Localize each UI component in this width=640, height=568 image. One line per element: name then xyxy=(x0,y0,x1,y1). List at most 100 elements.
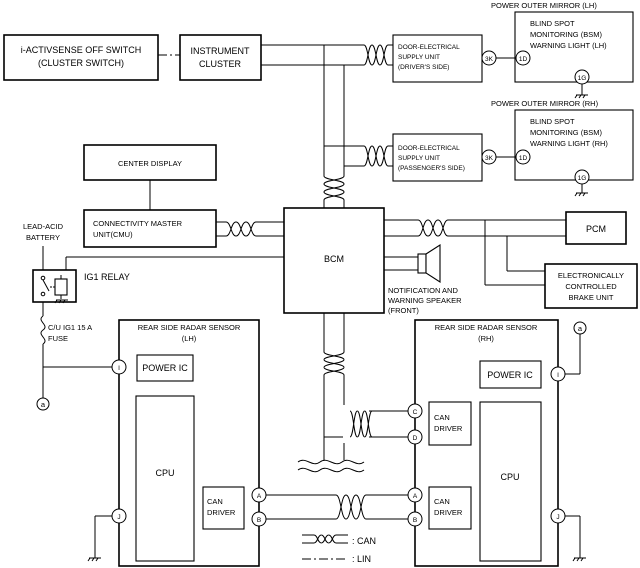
speaker-icon xyxy=(417,243,441,284)
door-unit-driver-label-2: SUPPLY UNIT xyxy=(398,54,440,61)
ground-icon xyxy=(54,299,68,304)
center-display-box xyxy=(83,144,217,181)
radar-rh-label-1: REAR SIDE RADAR SENSOR xyxy=(435,323,538,332)
cpu-lh-label: CPU xyxy=(155,468,174,478)
ground-symbols xyxy=(87,94,588,562)
pin-a-lh: A xyxy=(251,487,267,503)
brake-unit-box xyxy=(544,263,638,309)
mirror-rh-title: POWER OUTER MIRROR (RH) xyxy=(491,99,599,108)
bsm-rh-label-2: MONITORING (BSM) xyxy=(530,128,602,137)
pin-1d-lh: 1D xyxy=(515,50,531,66)
svg-text:A: A xyxy=(413,493,418,500)
svg-text:D: D xyxy=(413,435,418,442)
brake-unit-label-2: CONTROLLED xyxy=(565,282,617,291)
bsm-lh-label-1: BLIND SPOT xyxy=(530,19,575,28)
power-ic-lh-label: POWER IC xyxy=(142,363,188,373)
connector-a-left-label: a xyxy=(41,400,46,409)
door-unit-passenger-label-1: DOOR-ELECTRICAL xyxy=(398,145,460,152)
bcm-label: BCM xyxy=(324,254,344,264)
door-unit-driver-box xyxy=(392,34,483,83)
pin-j-lh: J xyxy=(111,508,127,524)
instrument-cluster-label-2: CLUSTER xyxy=(199,59,242,69)
speaker-label-1: NOTIFICATION AND xyxy=(388,286,458,295)
bcm-box xyxy=(283,207,385,314)
battery-label-1: LEAD-ACID xyxy=(23,222,64,231)
bsm-rh-label-1: BLIND SPOT xyxy=(530,117,575,126)
bsm-rh-box xyxy=(514,109,634,181)
fuse-label-1: C/U IG1 15 A xyxy=(48,323,92,332)
mirror-lh-title: POWER OUTER MIRROR (LH) xyxy=(491,1,597,10)
cpu-lh-box xyxy=(135,395,195,562)
pcm-label: PCM xyxy=(586,224,606,234)
cmu-label-2: UNIT(CMU) xyxy=(93,230,133,239)
center-display-label: CENTER DISPLAY xyxy=(118,159,182,168)
pin-b-rh: B xyxy=(407,511,423,527)
bsm-lh-label-3: WARNING LIGHT (LH) xyxy=(530,41,607,50)
power-ic-rh-label: POWER IC xyxy=(487,370,533,380)
legend-can-label: : CAN xyxy=(352,536,376,546)
fuse-label-2: FUSE xyxy=(48,334,68,343)
break-mark xyxy=(297,459,365,473)
legend-lin-label: : LIN xyxy=(352,554,371,564)
can-driver-rh-top-label-2: DRIVER xyxy=(434,424,463,433)
svg-text:1G: 1G xyxy=(578,175,587,182)
battery-label-2: BATTERY xyxy=(26,233,60,242)
svg-text:3K: 3K xyxy=(485,56,494,63)
brake-unit-label-1: ELECTRONICALLY xyxy=(558,271,624,280)
pin-3k-passenger: 3K xyxy=(481,149,497,165)
legend-can-symbol xyxy=(302,533,348,545)
pin-j-rh: J xyxy=(550,508,566,524)
pin-1d-rh: 1D xyxy=(515,149,531,165)
iactivsense-label-1: i-ACTIVSENSE OFF SWITCH xyxy=(21,45,142,55)
bsm-lh-label-2: MONITORING (BSM) xyxy=(530,30,602,39)
bsm-lh-box xyxy=(514,11,634,83)
bsm-rh-label-3: WARNING LIGHT (RH) xyxy=(530,139,608,148)
power-ic-rh-box xyxy=(479,360,542,389)
pin-1g-lh: 1G xyxy=(574,69,590,85)
can-driver-rh-bottom-label-2: DRIVER xyxy=(434,508,463,517)
door-unit-passenger-label-2: SUPPLY UNIT xyxy=(398,155,440,162)
svg-text:1D: 1D xyxy=(519,56,528,63)
door-unit-driver-label-1: DOOR-ELECTRICAL xyxy=(398,44,460,51)
svg-text:J: J xyxy=(117,514,120,521)
svg-text:A: A xyxy=(257,493,262,500)
radar-rh-label-2: (RH) xyxy=(478,334,494,343)
svg-text:I: I xyxy=(118,365,120,372)
svg-text:1D: 1D xyxy=(519,155,528,162)
svg-text:1G: 1G xyxy=(578,75,587,82)
speaker-label-2: WARNING SPEAKER xyxy=(388,296,462,305)
can-driver-rh-bottom-label-1: CAN xyxy=(434,497,450,506)
pcm-box xyxy=(565,211,627,245)
pin-c-rh: C xyxy=(407,403,423,419)
svg-text:C: C xyxy=(413,409,418,416)
svg-text:3K: 3K xyxy=(485,155,494,162)
pin-1g-rh: 1G xyxy=(574,169,590,185)
power-ic-lh-box xyxy=(136,354,194,382)
ig1-relay-label: IG1 RELAY xyxy=(84,272,130,282)
connector-a-left xyxy=(36,397,50,411)
can-driver-lh-box xyxy=(202,486,245,530)
radar-lh-label-1: REAR SIDE RADAR SENSOR xyxy=(138,323,241,332)
svg-text:B: B xyxy=(413,517,417,524)
pin-i-rh: I xyxy=(550,366,566,382)
pin-3k-driver: 3K xyxy=(481,50,497,66)
can-driver-lh-label-1: CAN xyxy=(207,497,223,506)
can-driver-rh-top-box xyxy=(428,401,472,446)
pin-i-lh: I xyxy=(111,359,127,375)
radar-lh-label-2: (LH) xyxy=(182,334,197,343)
pin-d-rh: D xyxy=(407,429,423,445)
door-unit-passenger-box xyxy=(392,133,483,182)
cmu-box xyxy=(83,209,217,248)
svg-text:B: B xyxy=(257,517,261,524)
can-driver-lh-label-2: DRIVER xyxy=(207,508,236,517)
can-driver-rh-bottom-box xyxy=(428,486,472,530)
iactivsense-switch-box xyxy=(3,34,159,81)
relay-contact-icon xyxy=(40,275,68,299)
svg-text:I: I xyxy=(557,372,559,379)
instrument-cluster-box xyxy=(179,34,262,81)
door-unit-driver-label-3: (DRIVER'S SIDE) xyxy=(398,64,449,71)
iactivsense-label-2: (CLUSTER SWITCH) xyxy=(38,58,124,68)
door-unit-passenger-label-3: (PASSENGER'S SIDE) xyxy=(398,165,465,172)
connector-a-right-label: a xyxy=(578,324,583,333)
svg-text:J: J xyxy=(556,514,559,521)
